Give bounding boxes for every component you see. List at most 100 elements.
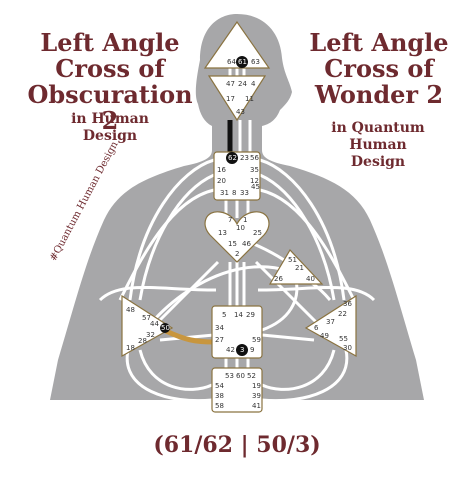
right-title: Left Angle Cross of Wonder 2 bbox=[290, 30, 468, 108]
gate-label: 60 bbox=[236, 372, 245, 380]
left-subtitle: in Human Design bbox=[60, 111, 160, 145]
gate-label: 38 bbox=[215, 392, 224, 400]
gate-label: 27 bbox=[215, 336, 224, 344]
right-subtitle-line: Human bbox=[349, 137, 407, 153]
gate-label: 34 bbox=[215, 324, 224, 332]
channel-line bbox=[138, 349, 213, 391]
defined-gate-marker bbox=[226, 152, 238, 164]
gate-label: 24 bbox=[238, 80, 247, 88]
defined-gate-marker bbox=[160, 323, 170, 333]
gate-label: 2 bbox=[235, 250, 239, 258]
gate-label: 8 bbox=[232, 189, 236, 197]
gate-label: 40 bbox=[306, 275, 315, 283]
defined-gate-marker bbox=[236, 56, 248, 68]
gate-label: 9 bbox=[250, 346, 254, 354]
gate-label: 19 bbox=[252, 382, 261, 390]
gate-label: 33 bbox=[240, 189, 249, 197]
channel-line bbox=[98, 286, 217, 302]
gate-label: 32 bbox=[146, 331, 155, 339]
gate-label: 61 bbox=[238, 58, 247, 66]
gate-label: 46 bbox=[242, 240, 251, 248]
channel-line bbox=[259, 188, 356, 301]
channel-line bbox=[118, 188, 215, 301]
right-subtitle: in Quantum Human Design bbox=[328, 120, 428, 171]
gate-label: 4 bbox=[251, 80, 256, 88]
gate-label: 47 bbox=[226, 80, 235, 88]
channel-line bbox=[261, 349, 349, 403]
gate-label: 55 bbox=[339, 335, 348, 343]
gate-label: 21 bbox=[295, 264, 304, 272]
gate-label: 1 bbox=[243, 216, 247, 224]
gate-label: 64 bbox=[227, 58, 236, 66]
left-title-line: Left Angle bbox=[40, 28, 180, 57]
right-title-line: Wonder 2 bbox=[314, 80, 444, 109]
gate-label: 17 bbox=[226, 95, 235, 103]
gate-label: 10 bbox=[236, 224, 245, 232]
gate-label: 62 bbox=[228, 154, 237, 162]
gate-label: 51 bbox=[288, 256, 297, 264]
root-center: 53 60 52 54 19 38 39 58 41 bbox=[211, 367, 263, 413]
heart-center: 51 21 26 40 bbox=[268, 249, 324, 285]
gate-label: 20 bbox=[217, 177, 226, 185]
left-subtitle-line: in Human bbox=[71, 111, 149, 127]
gate-label: 36 bbox=[343, 300, 352, 308]
g-center-shape bbox=[204, 211, 270, 263]
gate-label: 56 bbox=[250, 154, 259, 162]
gate-label: 54 bbox=[215, 382, 224, 390]
gate-label: 11 bbox=[245, 95, 254, 103]
ajna-center: 47 24 4 17 11 43 bbox=[207, 75, 267, 122]
gate-label: 35 bbox=[250, 166, 259, 174]
solar-plexus-center-shape bbox=[304, 294, 357, 358]
gate-label: 25 bbox=[253, 229, 262, 237]
sacral-center: 5 14 29 34 27 59 42 3 9 bbox=[211, 305, 263, 359]
gate-label: 29 bbox=[246, 311, 255, 319]
highlight-channel-50-27 bbox=[164, 328, 215, 345]
gate-label: 26 bbox=[274, 275, 283, 283]
gate-label: 59 bbox=[252, 336, 261, 344]
spleen-center: 48 57 44 50 32 28 18 bbox=[121, 294, 174, 358]
heart-center-shape bbox=[268, 249, 324, 285]
channel-line bbox=[261, 279, 299, 332]
gate-label: 14 bbox=[234, 311, 243, 319]
sacral-center-shape bbox=[211, 305, 263, 359]
gate-label: 49 bbox=[320, 332, 329, 340]
gate-label: 31 bbox=[220, 189, 229, 197]
throat-center-shape bbox=[213, 151, 261, 201]
gate-label: 63 bbox=[251, 58, 260, 66]
gate-label: 41 bbox=[252, 402, 261, 410]
right-title-line: Cross of bbox=[324, 54, 434, 83]
channel-line bbox=[257, 286, 376, 302]
gate-label: 18 bbox=[126, 344, 135, 352]
spleen-center-shape bbox=[121, 294, 174, 358]
gate-label: 15 bbox=[228, 240, 237, 248]
channel-line bbox=[261, 349, 336, 391]
throat-center: 62 23 56 16 35 20 12 31 8 33 45 bbox=[213, 151, 261, 201]
gate-label: 50 bbox=[161, 324, 170, 332]
defined-gate-marker bbox=[236, 344, 248, 356]
gate-label: 58 bbox=[215, 402, 224, 410]
gate-label: 42 bbox=[226, 346, 235, 354]
gate-label: 13 bbox=[218, 229, 227, 237]
gate-label: 6 bbox=[314, 324, 319, 332]
right-subtitle-line: in Quantum bbox=[331, 120, 425, 136]
right-subtitle-line: Design bbox=[350, 154, 406, 170]
channels bbox=[98, 68, 376, 403]
gate-label: 7 bbox=[228, 216, 232, 224]
left-title-line: Obscuration 2 bbox=[27, 80, 193, 135]
head-center-shape bbox=[203, 20, 271, 69]
gate-label: 16 bbox=[217, 166, 226, 174]
gate-label: 3 bbox=[240, 346, 244, 354]
gate-label: 23 bbox=[240, 154, 249, 162]
gate-label: 37 bbox=[326, 318, 335, 326]
gate-label: 5 bbox=[222, 311, 226, 319]
ajna-center-shape bbox=[207, 75, 267, 122]
left-subtitle-line: Design bbox=[82, 128, 138, 144]
gate-label: 57 bbox=[142, 314, 151, 322]
channel-line bbox=[125, 349, 213, 403]
channel-line bbox=[261, 333, 315, 342]
left-title: Left Angle Cross of Obscuration 2 bbox=[20, 30, 200, 134]
gate-label: 22 bbox=[338, 310, 347, 318]
root-center-shape bbox=[211, 367, 263, 413]
